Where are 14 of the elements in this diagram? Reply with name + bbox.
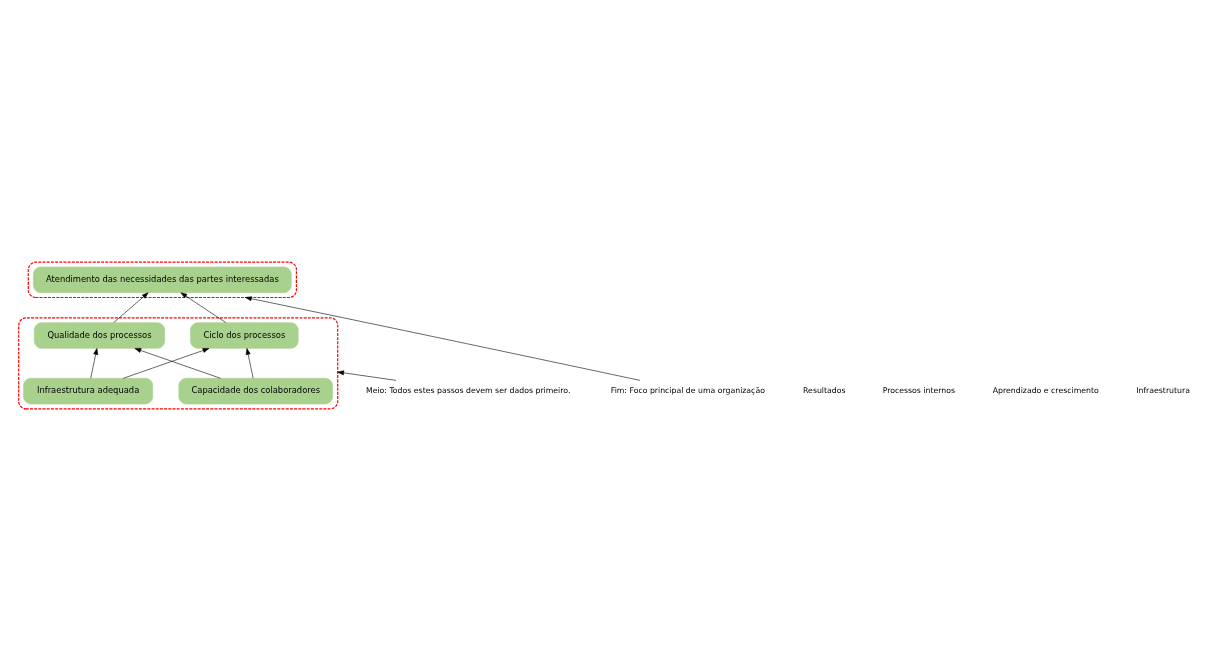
arrow xyxy=(245,348,254,379)
node-box: Atendimento das necessidades das partes interessadas xyxy=(33,266,292,293)
arrow xyxy=(123,348,210,379)
arrow xyxy=(245,296,641,381)
node-box: Qualidade dos processos xyxy=(33,322,166,349)
arrow xyxy=(337,370,397,381)
cluster xyxy=(18,317,339,410)
node-box: Capacidade dos colaboradores xyxy=(178,378,333,405)
arrow xyxy=(90,348,99,379)
arrow xyxy=(134,348,221,379)
arrow xyxy=(180,292,227,323)
node-box: Infraestrutura adequada xyxy=(23,378,154,405)
node-box: Ciclo dos processos xyxy=(190,322,299,349)
arrow xyxy=(113,292,149,323)
